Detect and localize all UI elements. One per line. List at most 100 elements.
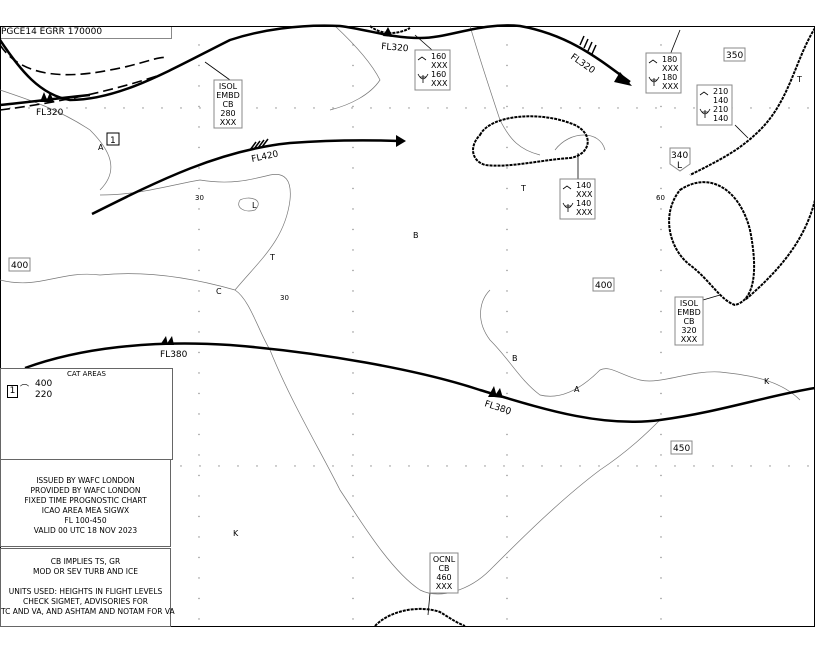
grid-dot — [484, 107, 486, 109]
grid-dot — [660, 146, 662, 149]
grid-dot — [560, 107, 562, 109]
grid-dot — [352, 85, 354, 87]
grid-dot — [506, 269, 508, 272]
legend-line: FIXED TIME PROGNOSTIC CHART — [24, 496, 147, 505]
grid-dot — [506, 85, 508, 87]
grid-dot — [352, 228, 354, 231]
grid-dot — [352, 208, 354, 210]
grid-dot — [503, 107, 505, 109]
grid-dot — [218, 465, 220, 467]
grid-dot — [660, 474, 662, 477]
svg-text:XXX: XXX — [431, 79, 448, 88]
grid-dot — [807, 465, 809, 467]
grid-dot — [506, 454, 508, 456]
icing-icon — [417, 73, 429, 83]
grid-dot — [370, 107, 372, 109]
svg-text:EMBD: EMBD — [216, 91, 240, 100]
svg-text:XXX: XXX — [436, 582, 453, 591]
grid-dot — [408, 107, 410, 109]
svg-text:160: 160 — [431, 70, 446, 79]
jet-stream-fl420-line — [91, 139, 401, 216]
grid-dot — [198, 618, 200, 620]
grid-dot — [275, 465, 277, 467]
cat-id-box: 1 — [7, 385, 18, 398]
svg-text:160: 160 — [431, 52, 446, 61]
grid-dot — [660, 454, 662, 456]
turbulence-icon — [562, 185, 572, 190]
grid-dot — [660, 331, 662, 333]
grid-dot — [506, 64, 508, 67]
svg-text:280: 280 — [220, 109, 235, 118]
grid-dot — [198, 187, 200, 190]
grid-dot — [506, 290, 508, 292]
grid-dot — [389, 465, 391, 467]
jet-stream-fl320-line — [0, 24, 631, 102]
grid-dot — [352, 269, 354, 272]
grid-dot — [198, 331, 200, 333]
grid-dot — [660, 187, 662, 190]
icing-icon — [648, 76, 660, 86]
grid-dot — [198, 556, 200, 559]
tropopause-height: 400 — [8, 257, 31, 272]
turbulence-icon: ⌒ — [20, 385, 30, 395]
turbulence-area-boundary — [689, 27, 815, 176]
grid-dot — [352, 249, 354, 251]
cb-cloud-area — [472, 115, 589, 167]
grid-dot — [750, 107, 752, 109]
grid-dot — [506, 146, 508, 149]
grid-dot — [506, 577, 508, 579]
grid-dot — [506, 331, 508, 333]
svg-text:60: 60 — [656, 194, 665, 202]
legend-line: TC AND VA, AND ASHTAM AND NOTAM FOR VA — [1, 607, 175, 616]
grid-dot — [788, 107, 790, 109]
cloud-box-ocnl-cb-460: OCNL CB 460 XXX — [429, 552, 459, 594]
svg-text:C: C — [216, 287, 222, 296]
grid-dot — [198, 290, 200, 292]
tropopause-height: 350 — [723, 47, 746, 62]
jet-label: FL380 — [160, 350, 188, 360]
grid-dot — [655, 107, 657, 109]
tropopause-low: 340 L — [669, 147, 691, 172]
grid-dot — [104, 107, 106, 109]
grid-dot — [660, 105, 662, 108]
grid-dot — [541, 107, 543, 109]
grid-dot — [198, 146, 200, 149]
svg-text:OCNL: OCNL — [433, 555, 456, 564]
grid-dot — [506, 433, 508, 436]
cb-cloud-area — [369, 25, 411, 34]
grid-dot — [660, 351, 662, 354]
grid-dot — [142, 107, 144, 109]
grid-dot — [352, 310, 354, 313]
grid-dot — [506, 351, 508, 354]
grid-dot — [660, 495, 662, 497]
legend-line: ISSUED BY WAFC LONDON — [36, 476, 135, 485]
turbulence-icon — [417, 56, 427, 61]
grid-dot — [427, 107, 429, 109]
grid-dot — [693, 465, 695, 467]
grid-dot — [198, 167, 200, 169]
svg-text:CB: CB — [438, 564, 449, 573]
grid-dot — [275, 107, 277, 109]
legend-line: FL 100-450 — [64, 516, 107, 525]
svg-text:30: 30 — [195, 194, 204, 202]
grid-dot — [389, 107, 391, 109]
grid-dot — [660, 392, 662, 395]
grid-dot — [660, 269, 662, 272]
grid-dot — [446, 465, 448, 467]
cloud-box-isol-embd-cb-280: ISOL EMBD CB 280 XXX — [213, 79, 243, 129]
grid-dot — [522, 465, 524, 467]
grid-dot — [199, 465, 201, 467]
grid-dot — [351, 107, 353, 109]
cat-area-boundary — [0, 74, 161, 111]
turbulence-icon — [648, 59, 658, 64]
cat-areas-title: CAT AREAS — [67, 370, 106, 378]
grid-dot — [352, 454, 354, 456]
jet-arrowhead-icon — [396, 135, 406, 147]
grid-dot — [352, 556, 354, 559]
grid-dot — [788, 465, 790, 467]
grid-dot — [198, 515, 200, 518]
cb-cloud-area — [374, 607, 466, 627]
